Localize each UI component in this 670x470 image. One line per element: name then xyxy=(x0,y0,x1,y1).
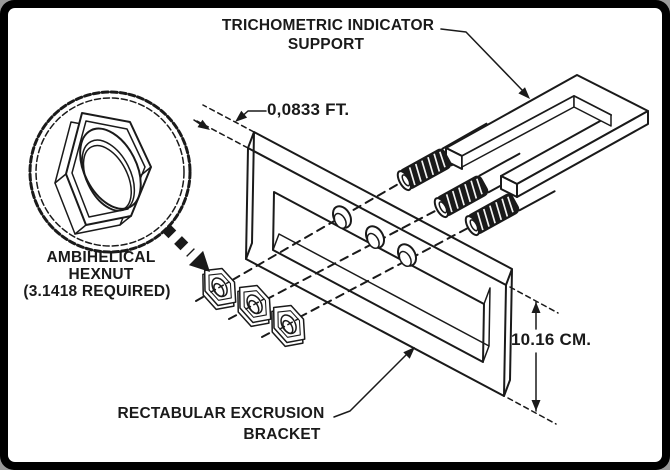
magnifier-arrowhead xyxy=(188,250,210,272)
label-support-line1: TRICHOMETRIC INDICATOR xyxy=(221,17,435,34)
threaded-stud-1 xyxy=(396,148,452,192)
height-dimension xyxy=(507,286,559,425)
label-support-line2: SUPPORT xyxy=(287,36,365,53)
label-bracket-line1: RECTABULAR EXCRUSION xyxy=(117,405,325,422)
label-hexnut-line2: HEXNUT xyxy=(68,266,134,283)
hexnut-small-3 xyxy=(271,304,306,348)
indicator-support xyxy=(445,74,649,198)
bracket-leader xyxy=(333,347,415,418)
label-height-dimension: 10.16 CM. xyxy=(511,330,592,349)
hole-1 xyxy=(331,205,353,230)
label-thickness-dimension: 0,0833 FT. xyxy=(267,100,350,119)
support-leader xyxy=(440,28,530,99)
threaded-stud-3 xyxy=(464,193,520,237)
bracket-holes xyxy=(331,205,418,268)
ambihelical-hexnut-large xyxy=(54,112,152,235)
label-bracket-line2: BRACKET xyxy=(243,426,321,443)
label-hexnut-line1: AMBIHELICAL xyxy=(46,249,156,266)
diagram-paper xyxy=(8,8,662,462)
magnifier-detail-circle xyxy=(28,90,192,254)
hole-3 xyxy=(396,243,418,268)
excrusion-bracket xyxy=(245,131,513,397)
hole-2 xyxy=(364,225,386,250)
label-hexnut-line3: (3.1418 REQUIRED) xyxy=(23,283,171,300)
bracket-window-walls xyxy=(272,233,491,363)
centerlines xyxy=(195,182,469,338)
nut-center-ticks xyxy=(210,281,299,330)
magnifier-arrow xyxy=(162,224,210,272)
bracket-thickness-edges xyxy=(245,131,513,397)
thickness-dimension xyxy=(193,104,267,149)
threaded-stud-2 xyxy=(433,175,489,219)
